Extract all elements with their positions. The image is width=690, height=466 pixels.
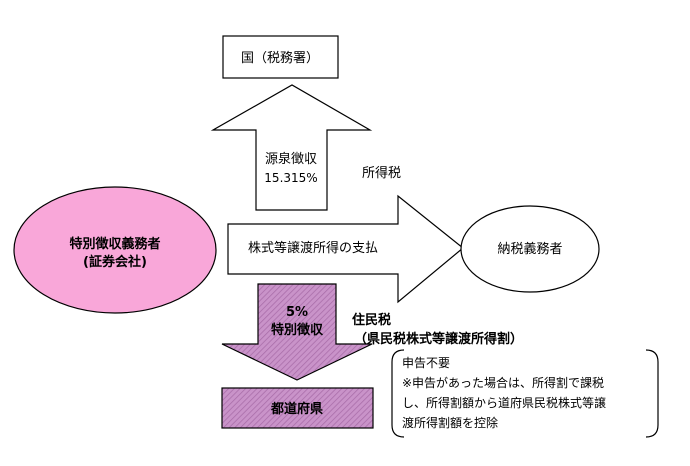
down-arrow-shape [221, 283, 373, 381]
note-block: 申告不要 ※申告があった場合は、所得割で課税 し、所得割額から道府県民税株式等譲… [391, 349, 659, 438]
note-left-bracket [391, 349, 405, 438]
note-right-bracket [645, 349, 659, 438]
withholding-rate: 15.315% [264, 171, 317, 185]
note-line-1: 申告不要 [402, 356, 450, 370]
withholding-agent-label: 特別徴収義務者 [69, 236, 160, 252]
up-arrow-shape [210, 84, 373, 211]
prefecture-box [221, 387, 374, 429]
taxpayer-ellipse [460, 205, 600, 293]
payment-label: 株式等譲渡所得の支払 [248, 240, 378, 256]
taxpayer-node: 納税義務者 [460, 205, 600, 293]
payment-arrow: 株式等譲渡所得の支払 [227, 194, 464, 304]
taxpayer-label: 納税義務者 [497, 241, 562, 257]
tax-office-label: 国（税務署） [241, 51, 319, 66]
withholding-arrow: 源泉徴収 15.315% [210, 84, 373, 211]
right-arrow-shape [227, 194, 464, 304]
withholding-label: 源泉徴収 [265, 151, 317, 167]
withholding-agent-node: 特別徴収義務者 (証券会社) [13, 186, 217, 314]
tax-office-node: 国（税務署） [222, 35, 339, 79]
tax-office-box [222, 35, 339, 79]
note-line-4: 渡所得割額を控除 [402, 415, 498, 430]
prefecture-node: 都道府県 [221, 387, 374, 429]
resident-tax-label: 住民税 [352, 312, 391, 328]
special-collection-arrow: 5% 特別徴収 [221, 283, 373, 381]
special-collection-rate: 5% [286, 305, 308, 320]
special-collection-label: 特別徴収 [271, 322, 324, 338]
note-line-2: ※申告があった場合は、所得割で課税 [402, 375, 604, 390]
note-line-3: し、所得割額から道府県民税株式等譲 [402, 395, 606, 410]
withholding-agent-sub: (証券会社) [83, 254, 147, 270]
income-tax-label: 所得税 [362, 165, 401, 181]
prefecture-label: 都道府県 [270, 401, 323, 417]
withholding-agent-ellipse [13, 186, 217, 314]
resident-tax-detail: （県民税株式等譲渡所得割） [354, 331, 523, 347]
